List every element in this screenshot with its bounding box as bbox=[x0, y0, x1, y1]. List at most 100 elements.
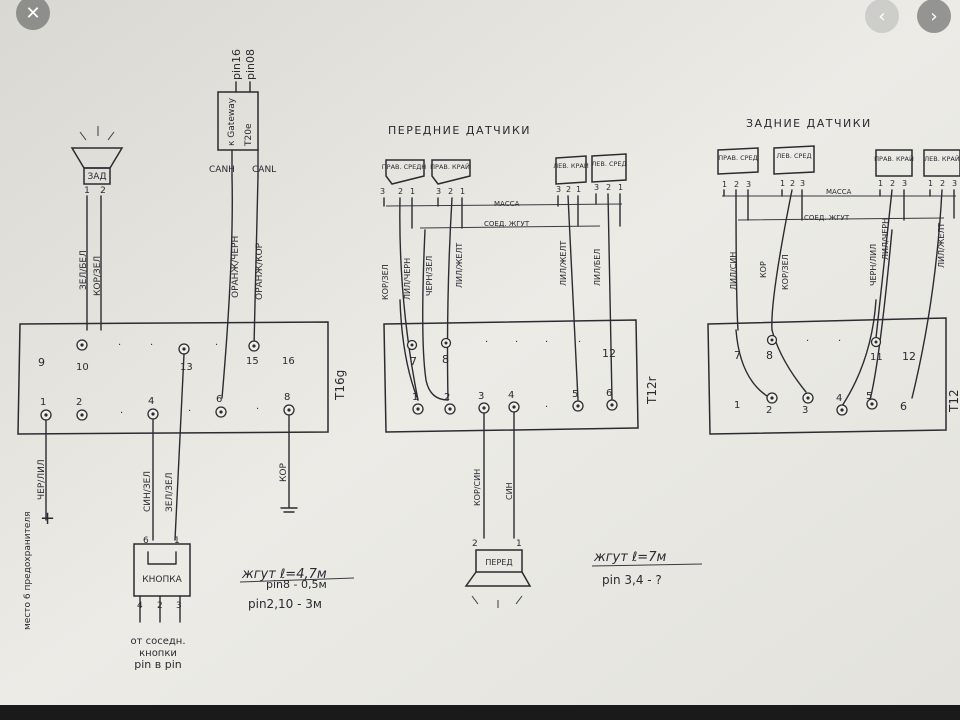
svg-text:3: 3 bbox=[436, 187, 441, 196]
svg-text:КНОПКА: КНОПКА bbox=[142, 575, 182, 585]
svg-text:2: 2 bbox=[606, 183, 611, 192]
harness1-line1: pin8 - 0,5м bbox=[266, 578, 327, 591]
svg-text:·: · bbox=[578, 337, 581, 348]
svg-text:ЛИЛ/БЕЛ: ЛИЛ/БЕЛ bbox=[593, 249, 602, 286]
svg-text:·: · bbox=[256, 404, 259, 415]
wire-label-zel-zel: ЗЕЛ/ЗЕЛ bbox=[165, 473, 175, 512]
wire-label-kor-zel: КОР/ЗЕЛ bbox=[93, 256, 103, 296]
svg-text:9: 9 bbox=[38, 356, 45, 369]
svg-text:2: 2 bbox=[790, 179, 795, 188]
chevron-right-icon: › bbox=[930, 5, 938, 27]
svg-text:4: 4 bbox=[508, 390, 514, 401]
svg-text:1: 1 bbox=[878, 179, 883, 188]
can-wires bbox=[221, 175, 259, 399]
svg-text:·: · bbox=[485, 337, 488, 348]
svg-text:1: 1 bbox=[780, 179, 785, 188]
connector-t12-rear: T12 7 8 · · 11 12 1 2 3 4 5 6 bbox=[707, 317, 960, 435]
svg-text:6: 6 bbox=[606, 388, 612, 399]
svg-text:7: 7 bbox=[410, 355, 417, 368]
svg-text:15: 15 bbox=[246, 356, 259, 367]
wire-label-zel-bel: ЗЕЛ/БЕЛ bbox=[79, 250, 89, 290]
svg-text:3: 3 bbox=[746, 180, 751, 189]
svg-text:·: · bbox=[215, 340, 218, 351]
svg-text:1: 1 bbox=[410, 187, 415, 196]
svg-text:ЛЕВ. СРЕД: ЛЕВ. СРЕД bbox=[591, 160, 626, 168]
svg-text:ЧЕРН/ЛИЛ: ЧЕРН/ЛИЛ bbox=[869, 244, 878, 286]
svg-text:3: 3 bbox=[802, 405, 808, 416]
svg-text:ПРАВ. СРЕДН: ПРАВ. СРЕДН bbox=[382, 163, 426, 171]
wire-label-oranzh-chern: ОРАНЖ/ЧЕРН bbox=[231, 236, 241, 298]
front-speaker: ПЕРЕД 2 1 bbox=[464, 539, 532, 608]
accessory-place-label: место 6 предохранителя bbox=[23, 511, 33, 630]
rear-massa-label: МАССА bbox=[826, 188, 852, 196]
svg-text:5: 5 bbox=[866, 391, 872, 402]
svg-text:7: 7 bbox=[734, 349, 741, 362]
next-image-button[interactable]: › bbox=[917, 0, 951, 33]
front-soed-label: СОЕД. ЖГУТ bbox=[484, 220, 530, 228]
svg-text:ЛЕВ. КРАЙ: ЛЕВ. КРАЙ bbox=[553, 161, 589, 170]
svg-text:13: 13 bbox=[180, 362, 193, 373]
svg-text:ЛИЛ/ЧЕРН: ЛИЛ/ЧЕРН bbox=[881, 218, 890, 260]
svg-text:2: 2 bbox=[448, 187, 453, 196]
wire-label-kor-ground: КОР bbox=[279, 463, 289, 482]
button-component: КНОПКА 6 1 4 2 3 bbox=[133, 536, 191, 623]
connector-t12r: T12r 7 8 12 · · · · 1 2 3 4 · 5 6 bbox=[383, 319, 659, 433]
svg-text:КОР/ЗЕЛ: КОР/ЗЕЛ bbox=[781, 254, 790, 290]
svg-text:1: 1 bbox=[516, 539, 522, 549]
svg-text:11: 11 bbox=[870, 352, 883, 363]
svg-text:16: 16 bbox=[282, 356, 295, 367]
svg-text:8: 8 bbox=[284, 392, 290, 403]
chevron-left-icon: ‹ bbox=[878, 5, 886, 27]
speaker-wires bbox=[86, 195, 102, 331]
svg-text:8: 8 bbox=[442, 353, 449, 366]
svg-text:КОР/СИН: КОР/СИН bbox=[473, 469, 482, 506]
svg-text:ЛИЛ/СИН: ЛИЛ/СИН bbox=[729, 252, 738, 290]
svg-text:T12: T12 bbox=[947, 389, 960, 413]
rear-sensors-title: ЗАДНИЕ ДАТЧИКИ bbox=[746, 117, 872, 130]
previous-image-button[interactable]: ‹ bbox=[865, 0, 899, 33]
wire-label-chern-lil: ЧЕР/ЛИЛ bbox=[37, 459, 47, 500]
svg-text:4: 4 bbox=[148, 396, 154, 407]
svg-text:ПЕРЕД: ПЕРЕД bbox=[485, 558, 512, 567]
pin08-label: pin08 bbox=[244, 49, 257, 80]
harness2-line1: pin 3,4 - ? bbox=[602, 573, 662, 587]
canl-label: CANL bbox=[252, 165, 276, 175]
close-icon: ✕ bbox=[25, 2, 41, 24]
svg-text:КОР/ЗЕЛ: КОР/ЗЕЛ bbox=[381, 264, 390, 300]
close-button[interactable]: ✕ bbox=[16, 0, 50, 30]
plus-sign: + bbox=[40, 508, 55, 529]
svg-text:4: 4 bbox=[836, 393, 842, 404]
svg-text:1: 1 bbox=[174, 536, 180, 546]
svg-text:1: 1 bbox=[40, 397, 46, 408]
svg-text:2: 2 bbox=[890, 179, 895, 188]
wire-label-oranzh-kor: ОРАНЖ/КОР bbox=[255, 242, 265, 300]
front-sensor-wires bbox=[383, 193, 621, 401]
rear-sensor-wires bbox=[723, 189, 955, 399]
svg-text:ЧЕРН/ЗЕЛ: ЧЕРН/ЗЕЛ bbox=[425, 256, 434, 296]
harness1-line2: pin2,10 - 3м bbox=[248, 597, 322, 611]
svg-text:3: 3 bbox=[478, 391, 484, 402]
svg-text:ЛИЛ/ЖЕЛТ: ЛИЛ/ЖЕЛТ bbox=[937, 223, 946, 268]
svg-text:2: 2 bbox=[398, 187, 403, 196]
svg-text:1: 1 bbox=[928, 179, 933, 188]
rear-soed-label: СОЕД. ЖГУТ bbox=[804, 214, 850, 222]
bottom-bar bbox=[0, 705, 960, 720]
svg-text:·: · bbox=[545, 337, 548, 348]
svg-text:2: 2 bbox=[444, 392, 450, 403]
svg-text:ЛИЛ/ЖЕЛТ: ЛИЛ/ЖЕЛТ bbox=[559, 241, 568, 286]
svg-text:·: · bbox=[120, 408, 123, 419]
svg-text:3: 3 bbox=[902, 179, 907, 188]
svg-text:8: 8 bbox=[766, 349, 773, 362]
svg-text:1: 1 bbox=[460, 187, 465, 196]
svg-text:ПРАВ. КРАЙ: ПРАВ. КРАЙ bbox=[874, 154, 914, 163]
svg-text:1: 1 bbox=[734, 400, 740, 411]
svg-text:10: 10 bbox=[76, 362, 89, 373]
svg-text:3: 3 bbox=[556, 185, 561, 194]
front-massa-label: МАССА bbox=[494, 200, 520, 208]
pin16-label: pin16 bbox=[230, 49, 243, 80]
wire-label-sin-zel: СИН/ЗЕЛ bbox=[143, 471, 153, 512]
svg-text:КОР: КОР bbox=[759, 261, 768, 278]
svg-text:к Gateway: к Gateway bbox=[227, 97, 237, 146]
